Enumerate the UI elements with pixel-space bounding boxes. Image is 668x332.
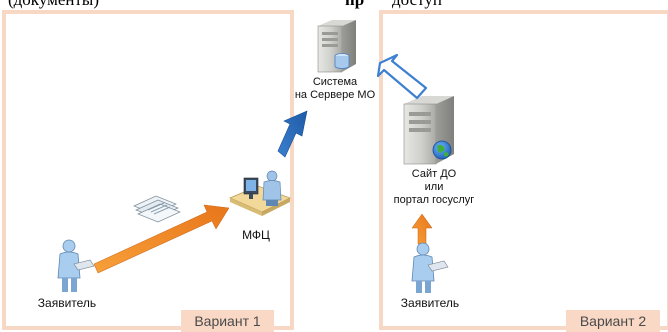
documents-icon <box>133 195 181 223</box>
variant-2-label: Вариант 2 <box>579 313 647 329</box>
mfc-label: МФЦ <box>242 228 270 242</box>
blue-arrow-icon <box>277 110 308 158</box>
site-line-1: Сайт ДО <box>411 168 457 180</box>
site-line-3: портал госуслуг <box>393 194 475 206</box>
heading-right: доступ <box>392 0 442 9</box>
variant-1-label: Вариант 1 <box>194 313 261 329</box>
server-mo-line-1: Система <box>312 76 358 88</box>
server-icon <box>317 20 356 73</box>
variant-2-tag: Вариант 2 <box>566 310 660 332</box>
person-icon <box>57 239 95 292</box>
orange-up-arrow-icon <box>411 213 433 245</box>
applicant-1-label: Заявитель <box>37 296 97 310</box>
site-label: Сайт ДО или портал госуслуг <box>384 168 484 207</box>
cropped-heading: (документы) пр доступ <box>0 0 668 9</box>
operator-desk-icon <box>228 170 291 216</box>
web-server-icon <box>403 96 454 165</box>
heading-bold: пр <box>345 0 364 9</box>
applicant-2-label: Заявитель <box>400 296 460 310</box>
site-line-2: или <box>424 181 444 193</box>
heading-left: (документы) <box>8 0 99 9</box>
variant-1-panel <box>2 10 294 330</box>
server-mo-label: Система на Сервере МО <box>293 76 377 102</box>
person-icon <box>411 242 449 293</box>
orange-arrow-icon <box>93 204 230 274</box>
variant-1-tag: Вариант 1 <box>181 310 274 332</box>
outline-arrow-icon <box>376 53 428 100</box>
server-mo-line-2: на Сервере МО <box>294 89 376 101</box>
